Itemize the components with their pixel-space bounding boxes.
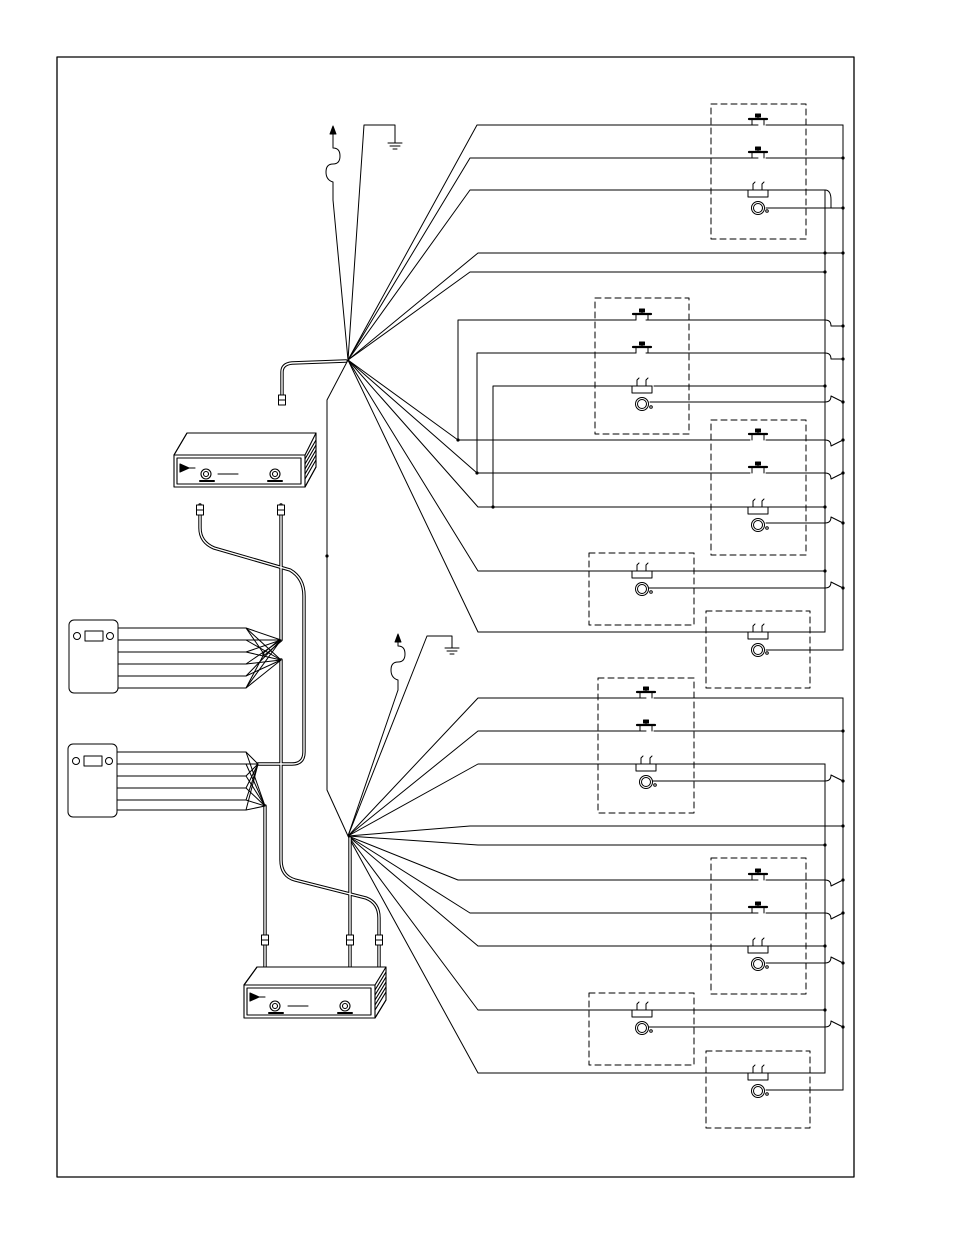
lower-hub <box>348 636 843 1073</box>
switch-icon <box>748 1065 768 1080</box>
station-box-lower-2 <box>711 858 806 994</box>
connector-icon <box>279 395 286 405</box>
antenna-icon <box>391 634 405 690</box>
switch-icon <box>636 756 656 771</box>
lamp-icon <box>640 776 657 789</box>
lamp-icon <box>636 1022 653 1035</box>
lamp-icon <box>636 398 653 411</box>
pushbutton-icon <box>749 429 767 440</box>
pushbutton-icon <box>637 720 655 731</box>
switch-icon <box>632 563 652 578</box>
antenna-icon <box>326 126 340 200</box>
pushbutton-icon <box>749 147 767 158</box>
pushbutton-icon <box>749 869 767 880</box>
lamp-icon <box>752 1085 769 1098</box>
connector-icon <box>278 505 285 515</box>
pushbutton-icon <box>749 462 767 473</box>
controller-lower <box>244 967 386 1018</box>
station-devices <box>632 114 768 1098</box>
lamp-icon <box>636 583 653 596</box>
switch-icon <box>748 182 768 197</box>
pushbutton-icon <box>749 114 767 125</box>
pushbutton-icon <box>637 687 655 698</box>
pushbutton-icon <box>749 902 767 913</box>
bus-lines <box>825 125 843 1090</box>
switch-icon <box>748 938 768 953</box>
station-bus-connections <box>325 125 844 1090</box>
lamp-icon <box>752 519 769 532</box>
connector-icon <box>262 935 269 945</box>
switch-icon <box>632 378 652 393</box>
upper-hub <box>327 125 843 836</box>
station-boxes <box>589 104 810 1128</box>
station-box-upper-1 <box>711 104 806 239</box>
coax-cables-lower-inner <box>265 945 379 968</box>
switch-icon <box>748 624 768 639</box>
connector-icon <box>347 935 354 945</box>
controller-upper <box>174 433 316 487</box>
coax-cables-lower <box>265 945 379 968</box>
panel-lower <box>68 744 265 817</box>
station-box-upper-center <box>595 298 689 434</box>
pushbutton-icon <box>633 309 651 320</box>
panel-upper-wires <box>118 628 281 688</box>
switch-icon <box>632 1002 652 1017</box>
pushbutton-icon <box>633 342 651 353</box>
panel-lower-wires <box>117 752 265 810</box>
lamp-icon <box>752 958 769 971</box>
ground-icon <box>388 143 402 149</box>
panel-upper <box>69 620 281 693</box>
connector-icon <box>376 935 383 945</box>
switch-icon <box>748 499 768 514</box>
outer-frame <box>57 57 854 1177</box>
connector-icon <box>197 505 204 515</box>
ground-icon <box>445 648 459 654</box>
